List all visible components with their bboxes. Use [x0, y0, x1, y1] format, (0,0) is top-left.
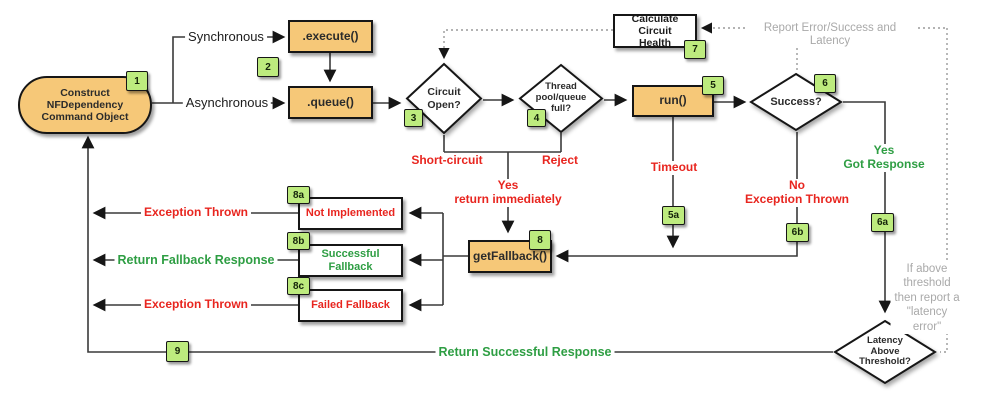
- node-queue: .queue(): [288, 86, 373, 119]
- node-execute: .execute(): [288, 20, 373, 53]
- badge-6: 6: [814, 74, 836, 93]
- label-no-exception-thrown: No Exception Thrown: [741, 178, 853, 207]
- node-run: run(): [632, 85, 714, 117]
- badge-2: 2: [257, 57, 279, 77]
- node-successful-fallback: Successful Fallback: [298, 244, 403, 277]
- label-exception-thrown-8c: Exception Thrown: [140, 297, 252, 312]
- badge-6a: 6a: [871, 213, 894, 232]
- latency-label: Latency Above Threshold?: [859, 334, 911, 368]
- label-return-successful-response: Return Successful Response: [435, 345, 615, 360]
- label-yes-got-response: Yes Got Response: [840, 143, 928, 172]
- node-construct-command: Construct NFDependency Command Object: [18, 76, 152, 134]
- node-calculate-circuit-health: Calculate Circuit Health: [613, 13, 697, 49]
- node-circuit-open: Circuit Open?: [405, 62, 483, 135]
- badge-4: 4: [527, 109, 546, 127]
- badge-8a: 8a: [287, 186, 310, 204]
- badge-5: 5: [702, 76, 724, 95]
- label-return-fallback-response: Return Fallback Response: [114, 253, 278, 268]
- badge-6b: 6b: [786, 223, 809, 242]
- circuit-open-label: Circuit Open?: [427, 86, 461, 111]
- badge-9: 9: [166, 341, 189, 362]
- node-failed-fallback: Failed Fallback: [298, 289, 403, 322]
- label-exception-thrown-8a: Exception Thrown: [140, 205, 252, 220]
- success-label: Success?: [770, 95, 822, 108]
- node-latency-above-threshold: Latency Above Threshold?: [833, 319, 937, 385]
- label-timeout: Timeout: [647, 160, 701, 175]
- node-not-implemented: Not Implemented: [298, 197, 403, 230]
- label-report-error-success-latency: Report Error/Success and Latency: [745, 22, 915, 49]
- label-asynchronous: Asynchronous: [182, 95, 272, 111]
- label-yes-return-immediately: Yes return immediately: [451, 178, 565, 207]
- badge-8c: 8c: [287, 277, 310, 295]
- label-latency-threshold-note: If above threshold then report a "latenc…: [890, 262, 964, 334]
- label-short-circuit: Short-circuit: [408, 153, 486, 168]
- badge-3: 3: [404, 109, 423, 127]
- badge-1: 1: [126, 71, 148, 91]
- badge-7: 7: [684, 40, 706, 59]
- badge-8b: 8b: [287, 232, 310, 250]
- label-reject: Reject: [538, 153, 582, 168]
- badge-5a: 5a: [662, 206, 685, 225]
- label-synchronous: Synchronous: [185, 29, 267, 45]
- badge-8: 8: [529, 230, 551, 250]
- thread-pool-label: Thread pool/queue full?: [535, 81, 587, 114]
